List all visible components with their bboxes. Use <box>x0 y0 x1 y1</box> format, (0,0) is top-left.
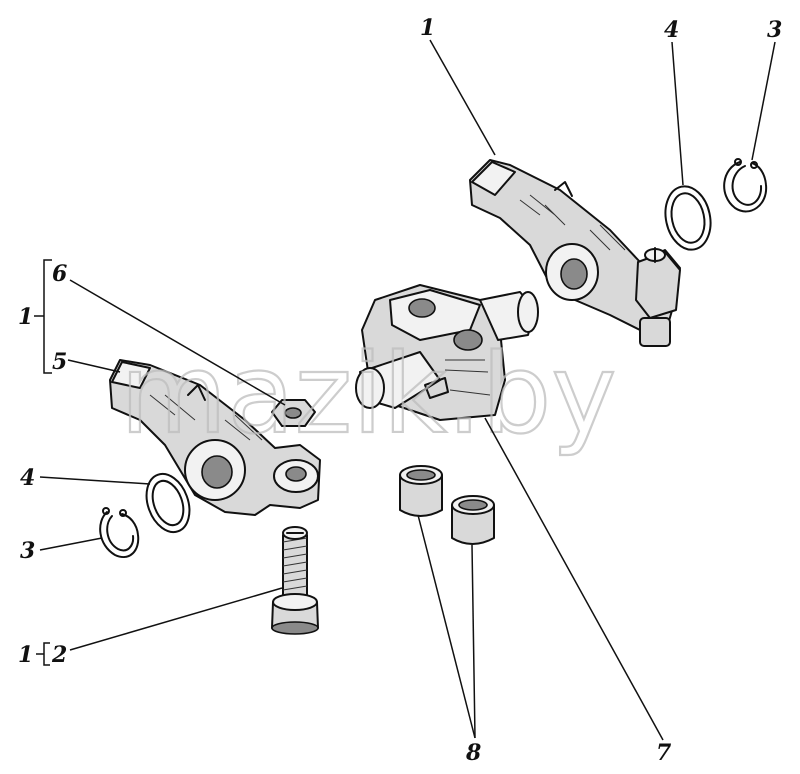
callout-3-circlip-left: 3 <box>20 538 35 564</box>
group-bracket-top-left <box>34 259 52 374</box>
rocker-arm-left <box>109 359 321 516</box>
adjusting-screw-nut <box>271 399 316 427</box>
circlip-right <box>723 158 768 213</box>
rocker-arm-right <box>469 159 681 347</box>
watermark-text: mazik.by <box>120 330 616 458</box>
washer-right <box>664 185 712 251</box>
callout-1-rocker-arm-right: 1 <box>420 15 435 41</box>
circlip-left <box>99 507 140 558</box>
washer-left <box>145 472 191 534</box>
callout-1-group-bottom-left: 1 <box>18 642 33 668</box>
bushing-1 <box>399 465 443 517</box>
callout-5-rocker-arm-left: 5 <box>52 349 67 375</box>
callout-4-washer-left: 4 <box>20 465 35 491</box>
bushing-2 <box>451 495 495 545</box>
callout-8-bushings: 8 <box>465 740 481 766</box>
rocker-shaft-bracket <box>355 284 539 421</box>
callout-3-circlip-right: 3 <box>767 17 782 43</box>
callout-4-washer-right: 4 <box>664 17 679 43</box>
adjusting-screw <box>271 526 319 635</box>
group-bracket-bottom-left <box>36 642 50 666</box>
callout-1-group-top-left: 1 <box>18 304 33 330</box>
leader-lines <box>39 39 776 741</box>
callout-2-adjusting-screw: 2 <box>51 642 67 668</box>
callout-7-shaft-bracket: 7 <box>656 740 672 766</box>
callout-6-nut: 6 <box>52 261 67 287</box>
